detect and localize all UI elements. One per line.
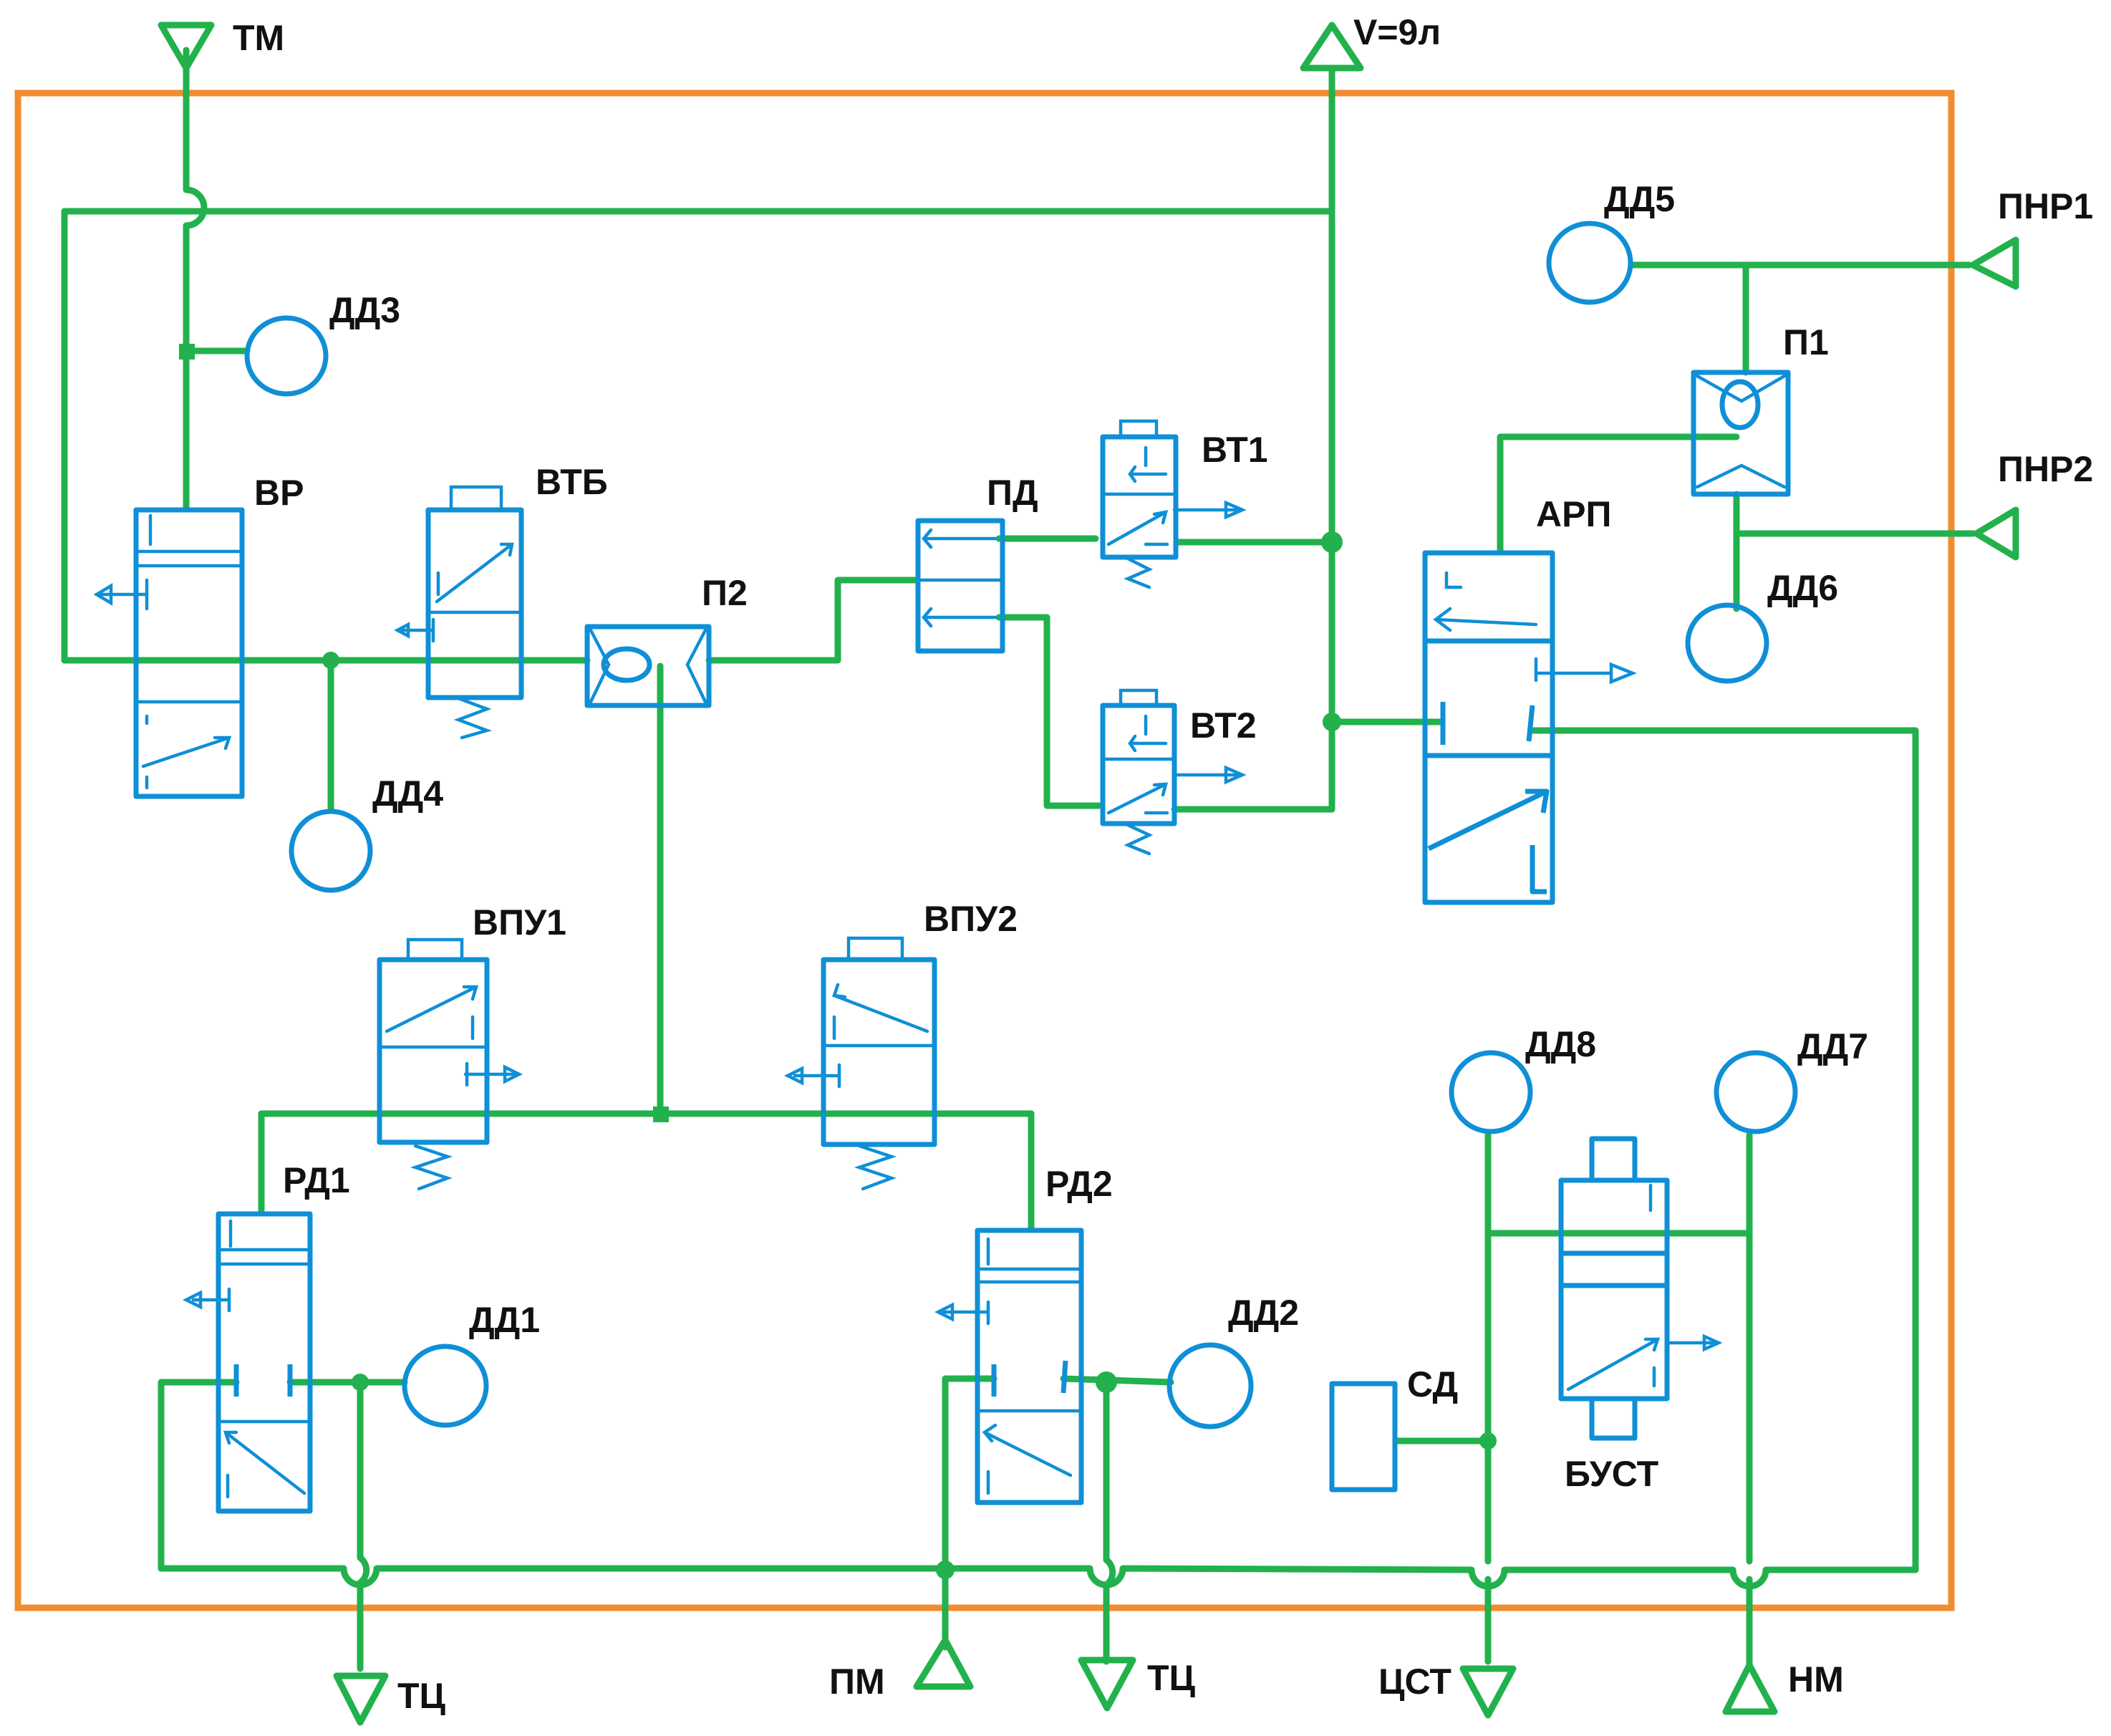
- junction-dot: [322, 652, 339, 669]
- valve-vtb: [394, 485, 524, 740]
- pressure-sensors: [244, 221, 1798, 1429]
- valve-vpu2: [783, 936, 937, 1191]
- label-dd5: ДД5: [1604, 179, 1675, 219]
- terminal-tc-left: [333, 1672, 389, 1726]
- label-sd: СД: [1407, 1364, 1458, 1404]
- valve-vt1: [1100, 419, 1247, 589]
- sensor-dd3-icon: [244, 315, 329, 397]
- terminal-volume: [1300, 21, 1364, 72]
- sensor-dd1-icon: [402, 1344, 489, 1428]
- terminal-pm: [913, 1636, 974, 1690]
- pipe-arp-right: [1529, 727, 1919, 1573]
- junction-dot: [1321, 531, 1343, 553]
- label-dd3: ДД3: [329, 290, 400, 330]
- label-cst: ЦСТ: [1378, 1662, 1451, 1702]
- valve-p2: [584, 624, 712, 708]
- label-nm: НМ: [1788, 1659, 1844, 1699]
- junction-dot: [936, 1561, 955, 1579]
- label-pnr2: ПНР2: [1998, 449, 2093, 489]
- junction-dot: [1323, 713, 1341, 731]
- label-dd8: ДД8: [1525, 1024, 1596, 1064]
- sensor-dd4-icon: [289, 809, 373, 893]
- valve-p1: [1691, 370, 1791, 497]
- label-tm: ТМ: [233, 18, 284, 58]
- junction-dot: [653, 1106, 669, 1122]
- label-vpu2: ВПУ2: [924, 899, 1018, 939]
- pipe-tm: [183, 47, 208, 512]
- label-tc-right: ТЦ: [1147, 1658, 1196, 1698]
- label-pnr1: ПНР1: [1998, 186, 2093, 226]
- label-bust: БУСТ: [1565, 1454, 1658, 1494]
- sensor-dd5-icon: [1546, 221, 1633, 305]
- sensor-dd6-icon: [1685, 602, 1769, 684]
- unit-sd: [1329, 1381, 1398, 1493]
- label-p1: П1: [1783, 322, 1829, 362]
- label-dd6: ДД6: [1767, 568, 1838, 608]
- sensor-dd2-icon: [1166, 1342, 1254, 1429]
- label-dd2: ДД2: [1228, 1293, 1299, 1333]
- label-volume: V=9л: [1353, 12, 1441, 52]
- valve-arp: [1422, 550, 1638, 905]
- sensor-dd8-icon: [1449, 1050, 1533, 1134]
- label-dd1: ДД1: [469, 1300, 540, 1340]
- label-vt1: ВТ1: [1202, 430, 1268, 470]
- label-vtb: ВТБ: [536, 462, 608, 502]
- pipe-pd-vt2: [995, 614, 1103, 809]
- terminal-tm: [158, 21, 215, 72]
- terminal-pnr2: [1973, 506, 2019, 561]
- label-rd1: РД1: [283, 1160, 350, 1200]
- terminal-cst: [1459, 1665, 1517, 1719]
- valve-pd: [915, 518, 1005, 654]
- unit-boundary-frame: [14, 90, 1955, 1611]
- junction-dot: [1096, 1371, 1117, 1393]
- valve-rd2: [934, 1228, 1084, 1505]
- terminal-nm: [1722, 1662, 1778, 1715]
- pipe-tc-left: [357, 1379, 370, 1672]
- labels: ТМ V=9л ДД3 ВР ВТБ ДД4 П2 ПД ВТ1 ВТ2 АРП…: [233, 12, 2093, 1716]
- junction-dot: [352, 1374, 369, 1391]
- terminal-pnr1: [1969, 236, 2019, 290]
- terminals: [158, 21, 2019, 1726]
- pipe-arp-p1: [1497, 433, 1740, 555]
- label-vpu1: ВПУ1: [473, 902, 566, 942]
- label-dd7: ДД7: [1797, 1026, 1868, 1066]
- label-arp: АРП: [1536, 494, 1611, 534]
- label-tc-left: ТЦ: [397, 1676, 446, 1716]
- pipe-rd1-left: [158, 1379, 240, 1572]
- valve-vpu1: [377, 937, 523, 1191]
- label-rd2: РД2: [1045, 1164, 1113, 1204]
- label-vt2: ВТ2: [1190, 705, 1257, 746]
- junction-dot: [179, 344, 195, 360]
- pipe-tc-right: [1103, 1379, 1116, 1665]
- valve-vt2: [1100, 688, 1247, 856]
- junction-dot: [1479, 1432, 1497, 1450]
- pipelines: [61, 47, 1976, 1672]
- label-dd4: ДД4: [372, 773, 443, 814]
- pipe-p2-pd: [705, 577, 920, 664]
- label-pd: ПД: [987, 473, 1038, 513]
- terminal-tc-right: [1078, 1657, 1136, 1712]
- unit-bust: [1558, 1136, 1723, 1441]
- pipe-bottom-collector: [158, 1565, 1919, 1590]
- sensor-dd7-icon: [1714, 1050, 1798, 1134]
- label-vr: ВР: [254, 473, 304, 513]
- valve-rd1: [182, 1211, 313, 1514]
- valve-vr: [93, 507, 245, 799]
- label-p2: П2: [702, 573, 748, 613]
- label-pm: ПМ: [829, 1662, 885, 1702]
